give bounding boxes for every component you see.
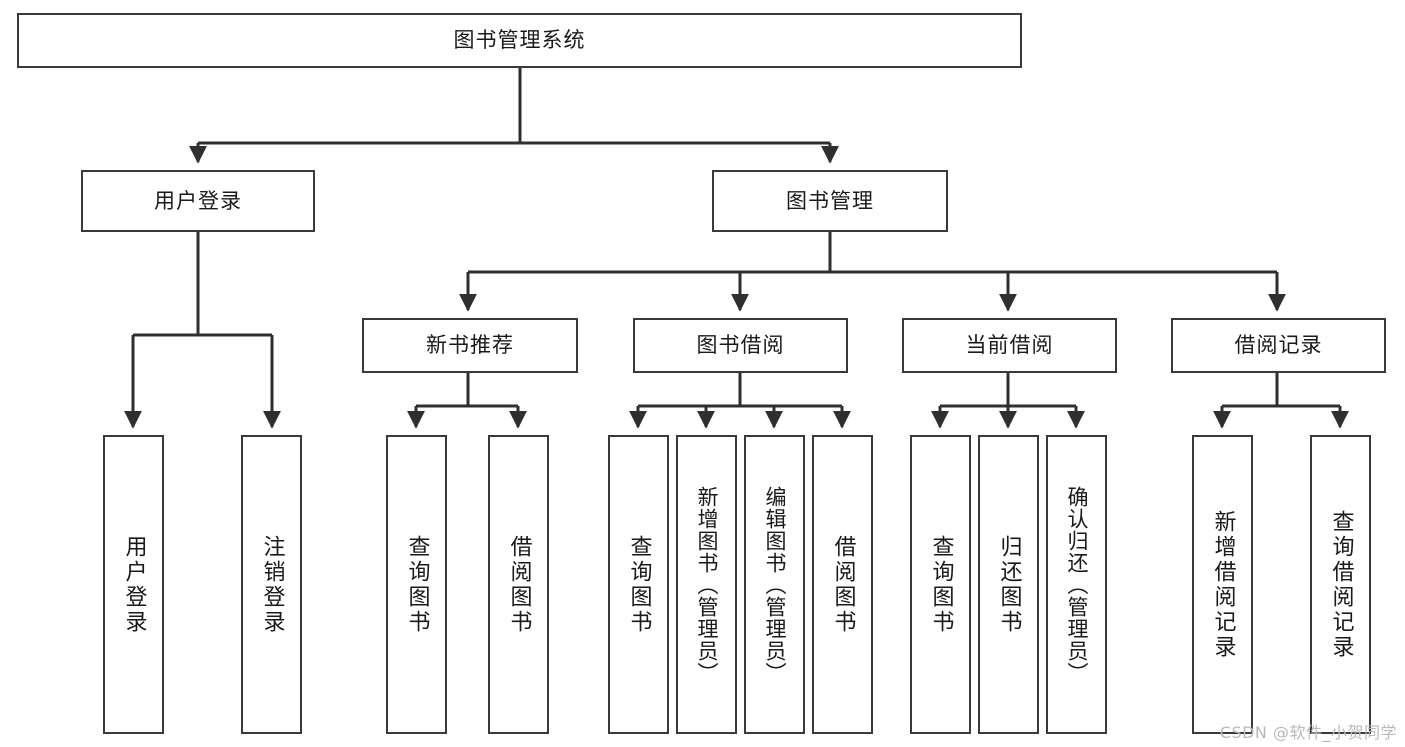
node-label: 新增借阅记录 — [1210, 509, 1236, 660]
node-borrowing-records[interactable]: 借阅记录 — [1171, 318, 1386, 373]
node-label: 用户登录 — [154, 188, 242, 213]
node-label: 借阅记录 — [1234, 333, 1323, 358]
node-label: 图书管理系统 — [453, 28, 586, 53]
leaf-current-confirm-return-admin[interactable]: 确认归还（管理员） — [1046, 435, 1107, 734]
node-label: 归还图书 — [996, 534, 1022, 635]
node-label: 当前借阅 — [965, 333, 1054, 358]
node-label: 注销登录 — [259, 534, 285, 635]
node-label: 查询图书 — [928, 534, 954, 635]
leaf-new-book-query-book[interactable]: 查询图书 — [386, 435, 447, 734]
node-label: 查询图书 — [404, 534, 430, 635]
node-label: 新增图书（管理员） — [695, 485, 719, 684]
node-user-login[interactable]: 用户登录 — [81, 170, 315, 232]
csdn-watermark: CSDN @软件_小贺同学 — [1219, 723, 1397, 742]
node-label: 用户登录 — [121, 534, 147, 635]
node-book-management[interactable]: 图书管理 — [712, 170, 948, 232]
leaf-borrow-edit-book-admin[interactable]: 编辑图书（管理员） — [744, 435, 805, 734]
leaf-user-login-login[interactable]: 用户登录 — [103, 435, 164, 734]
node-label: 编辑图书（管理员） — [763, 485, 787, 684]
node-new-book-recommendation[interactable]: 新书推荐 — [362, 318, 578, 373]
node-label: 图书管理 — [786, 188, 874, 213]
leaf-record-query-borrow-record[interactable]: 查询借阅记录 — [1310, 435, 1371, 734]
leaf-current-return-book[interactable]: 归还图书 — [978, 435, 1039, 734]
node-label: 查询图书 — [626, 534, 652, 635]
node-label: 查询借阅记录 — [1328, 509, 1354, 660]
node-label: 借阅图书 — [506, 534, 532, 635]
leaf-user-login-logout[interactable]: 注销登录 — [241, 435, 302, 734]
node-root-book-management-system[interactable]: 图书管理系统 — [17, 13, 1022, 68]
node-label: 新书推荐 — [426, 333, 514, 358]
node-book-borrowing[interactable]: 图书借阅 — [633, 318, 848, 373]
node-label: 借阅图书 — [830, 534, 856, 635]
leaf-new-book-borrow-book[interactable]: 借阅图书 — [488, 435, 549, 734]
leaf-borrow-borrow-book[interactable]: 借阅图书 — [812, 435, 873, 734]
leaf-borrow-query-book[interactable]: 查询图书 — [608, 435, 669, 734]
leaf-borrow-add-book-admin[interactable]: 新增图书（管理员） — [676, 435, 737, 734]
node-label: 图书借阅 — [696, 333, 785, 358]
leaf-record-add-borrow-record[interactable]: 新增借阅记录 — [1192, 435, 1253, 734]
node-current-borrowing[interactable]: 当前借阅 — [902, 318, 1117, 373]
node-label: 确认归还（管理员） — [1065, 485, 1089, 684]
leaf-current-query-book[interactable]: 查询图书 — [910, 435, 971, 734]
